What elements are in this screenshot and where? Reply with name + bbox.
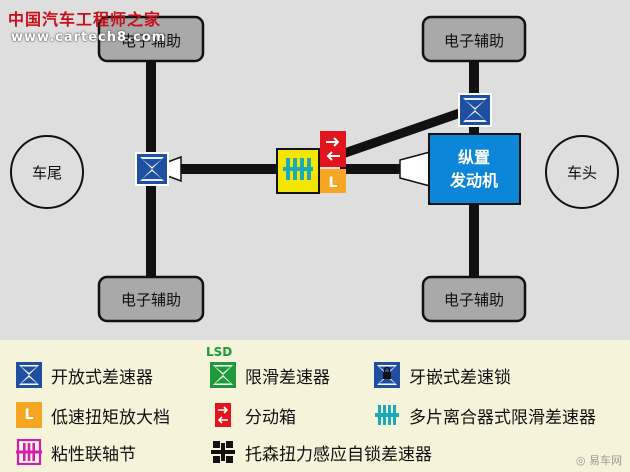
legend-label: 托森扭力感应自锁差速器 [245,444,432,465]
wheel-label: 电子辅助 [444,291,504,309]
low-range-legend-icon: L [16,402,42,428]
wheel-label: 电子辅助 [444,32,504,50]
rear-label: 车尾 [32,164,62,182]
legend-panel: 开放式差速器 LSD 限滑差速器 [0,340,630,472]
open-differential-icon [16,362,42,388]
engine-output-shaft [340,164,406,174]
transfer-case-legend-icon [215,403,231,427]
lsd-badge: LSD [206,345,233,359]
wheel-front-right: 电子辅助 [421,275,527,323]
source-credit-icon: ◎ [575,454,589,467]
legend-item-limited-slip-differential: LSD 限滑差速器 [206,345,330,388]
multi-plate-clutch-lsd-icon [375,405,399,425]
torsen-differential-icon [211,441,235,463]
legend-item-open-differential: 开放式差速器 [16,362,153,388]
front-propeller-shaft [328,106,471,162]
rear-indicator: 车尾 [10,135,84,209]
watermark-line1: 中国汽车工程师之家 [8,10,162,29]
legend-item-multi-plate-clutch-lsd: 多片离合器式限滑差速器 [374,402,596,428]
low-range-badge: L [329,175,338,191]
legend-item-viscous-coupling: 粘性联轴节 [16,439,136,465]
transfer-case-icon [320,131,346,167]
viscous-coupling-icon [16,439,42,465]
legend-label: 牙嵌式差速锁 [409,367,511,388]
source-credit: ◎ 易车网 [576,452,622,468]
wheel-rear-right: 电子辅助 [97,275,205,323]
low-range-badge: L [24,407,34,423]
legend-label: 限滑差速器 [245,367,330,388]
engine-label-line2: 发动机 [449,171,498,190]
legend-item-transfer-case: 分动箱 [210,402,296,428]
low-range-icon: L [320,169,346,193]
wheel-rear-left: 电子辅助 [97,15,205,63]
watermark-line2: www.cartech8.com [11,30,167,45]
legend-item-locking-differential: 牙嵌式差速锁 [374,362,511,388]
legend-label: 低速扭矩放大档 [51,407,170,428]
locking-differential-icon [374,362,400,388]
wheel-label: 电子辅助 [121,291,181,309]
legend-label: 开放式差速器 [51,367,153,388]
engine-block: 纵置 发动机 [428,133,521,205]
rear-propeller-shaft [165,164,279,174]
wheel-front-left: 电子辅助 [421,15,527,63]
wheel-label: 电子辅助 [121,32,181,50]
legend-item-torsen-differential: 托森扭力感应自锁差速器 [210,439,432,465]
legend-label: 粘性联轴节 [51,444,136,465]
center-multi-plate-clutch [276,148,320,194]
front-label: 车头 [567,164,597,182]
legend-label: 多片离合器式限滑差速器 [409,407,596,428]
front-open-differential-icon [458,93,492,127]
drivetrain-diagram: 电子辅助 电子辅助 电子辅助 电子辅助 车尾 车头 [0,0,630,340]
legend-item-low-range: L 低速扭矩放大档 [16,402,170,428]
legend-label: 分动箱 [245,407,296,428]
source-credit-text: 易车网 [589,454,622,467]
rear-open-differential-icon [135,152,182,186]
limited-slip-differential-icon [210,362,236,388]
engine-label-line1: 纵置 [458,148,490,167]
front-indicator: 车头 [545,135,619,209]
